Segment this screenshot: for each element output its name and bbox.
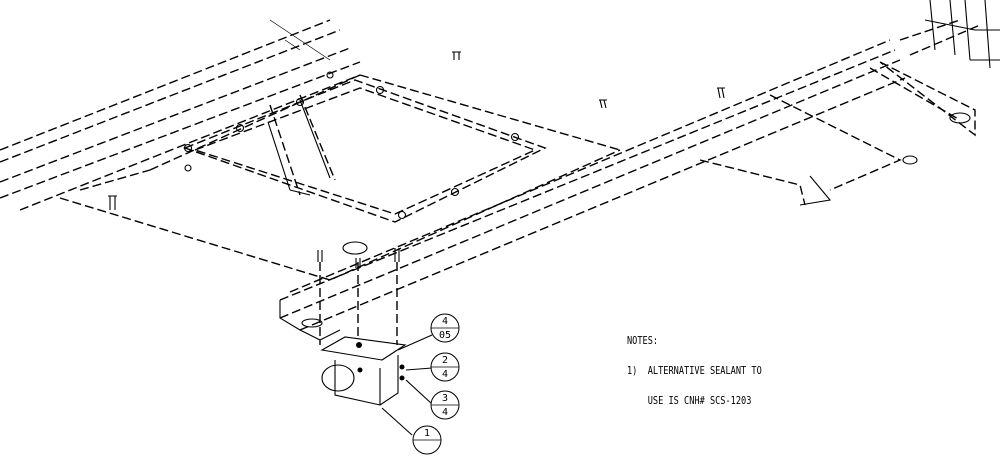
balloon-item-2: 2 4 [430,352,460,382]
explode-lines [317,248,400,345]
balloon-item-1: 1 [412,425,442,455]
balloon-item-2-number: 2 [442,355,448,366]
right-frame [699,0,1000,206]
note-1-line-2: USE IS CNH# SCS-1203 [627,395,752,407]
floor-plate [59,74,621,281]
balloon-item-4: 4 05 [430,313,460,343]
balloon-item-2-qty: 4 [442,369,448,380]
leader-lines [381,334,433,436]
notes-heading: NOTES: [627,335,659,347]
note-1-line-1: 1) ALTERNATIVE SEALANT TO [627,365,762,377]
balloon-item-3-qty: 4 [442,407,448,418]
balloon-item-4-qty: 05 [439,330,451,341]
fasteners [108,51,725,255]
balloon-item-3: 3 4 [430,390,460,420]
left-frame-rails [0,19,361,211]
balloon-item-3-number: 3 [442,393,448,404]
access-panel [183,79,547,223]
component-box [320,336,407,406]
main-beam [279,39,906,341]
balloon-item-1-number: 1 [424,428,430,439]
notes-block: NOTES: 1) ALTERNATIVE SEALANT TO USE IS … [627,316,762,416]
balloon-item-4-number: 4 [442,316,448,327]
